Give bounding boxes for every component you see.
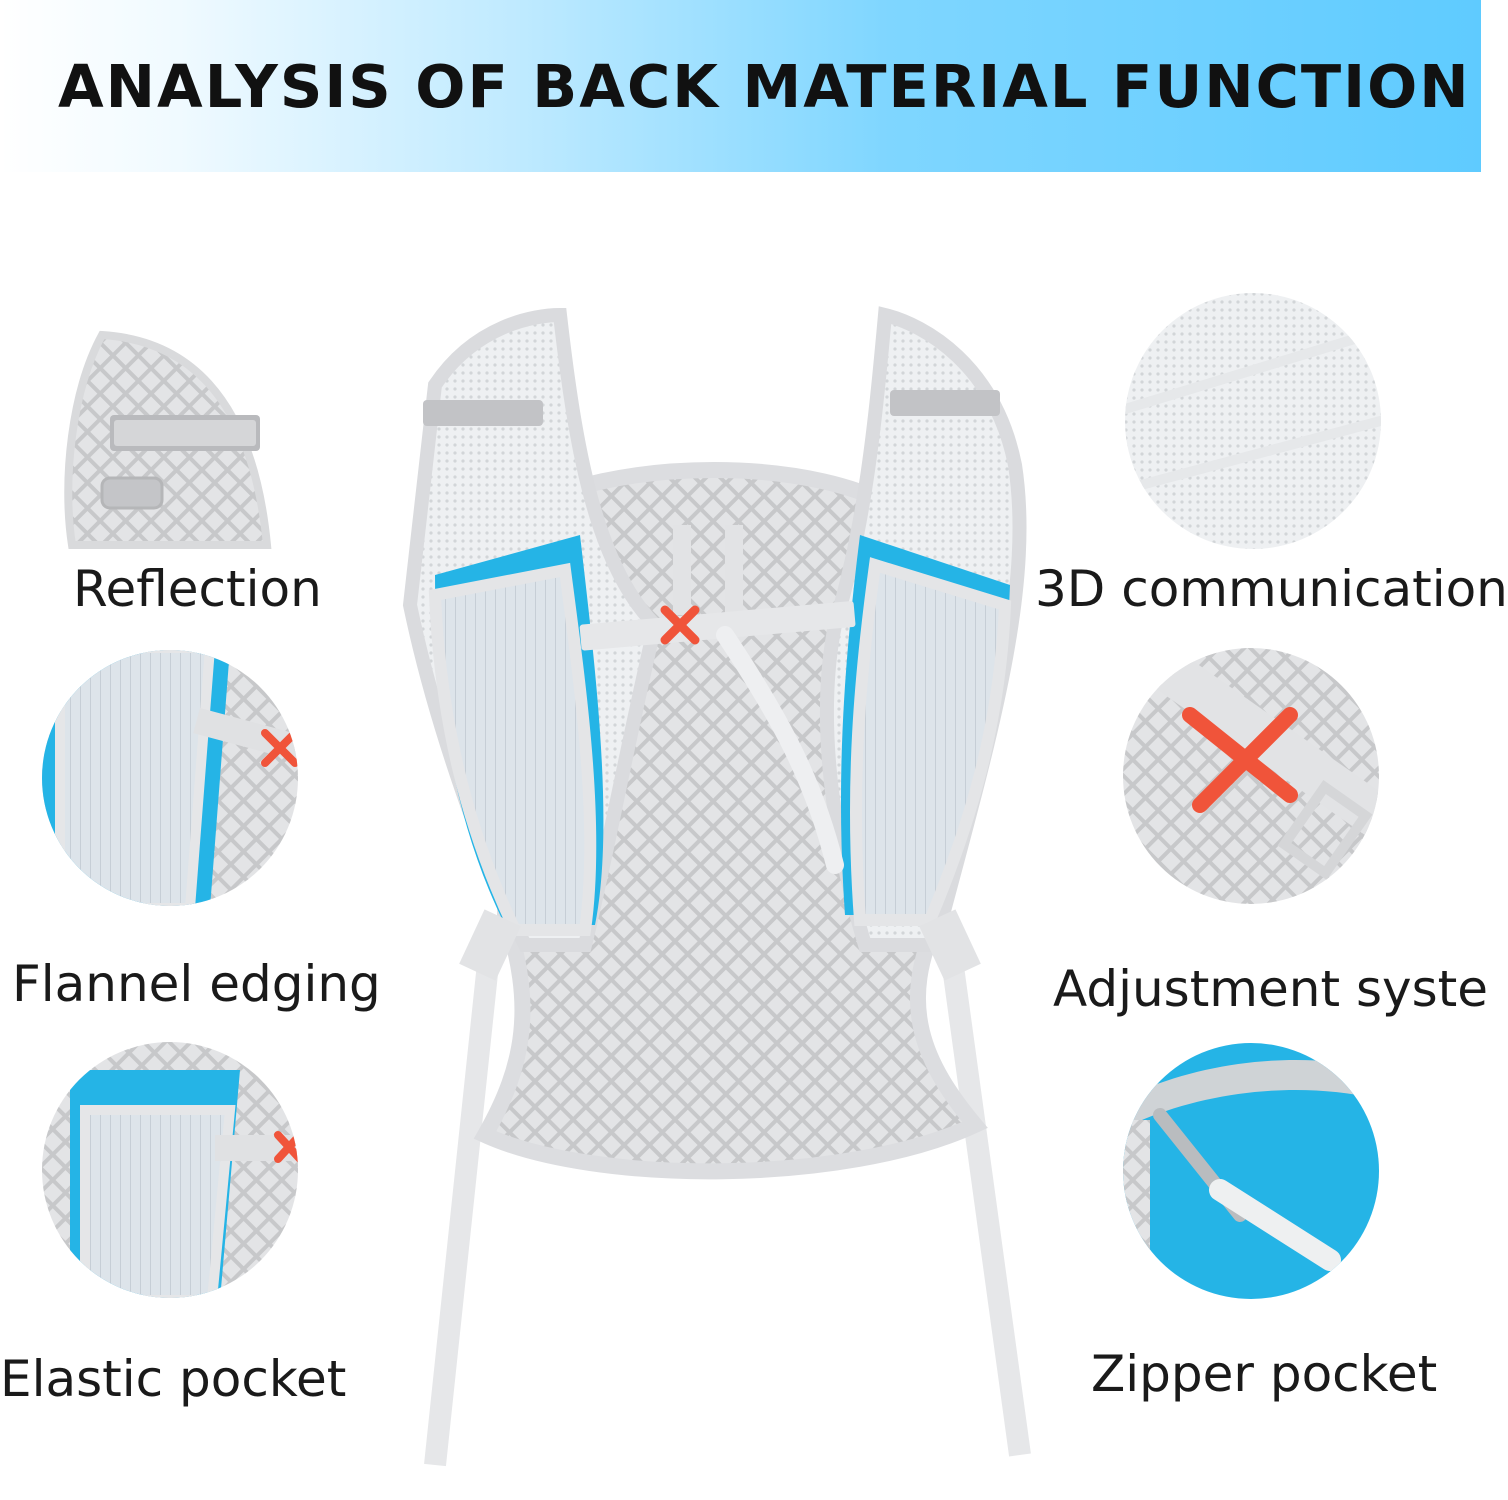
reflection-label: Reflection — [73, 560, 322, 618]
reflection-detail-image — [62, 330, 272, 550]
3d-communication-detail-image — [1122, 290, 1384, 552]
page-title: ANALYSIS OF BACK MATERIAL FUNCTION — [58, 52, 1471, 121]
flannel-edging-label: Flannel edging — [12, 955, 381, 1013]
backpack-back-view-image — [395, 305, 1045, 1485]
header-banner — [0, 0, 1481, 172]
adjustment-system-detail-image — [1120, 645, 1382, 907]
adjustment-system-label: Adjustment syste — [1053, 960, 1489, 1018]
flannel-edging-detail-image — [40, 648, 300, 908]
elastic-pocket-detail-image — [40, 1040, 300, 1300]
zipper-pocket-label: Zipper pocket — [1091, 1345, 1438, 1403]
3d-communication-label: 3D communication — [1035, 560, 1508, 618]
zipper-pocket-detail-image — [1120, 1040, 1382, 1302]
elastic-pocket-label: Elastic pocket — [0, 1350, 347, 1408]
